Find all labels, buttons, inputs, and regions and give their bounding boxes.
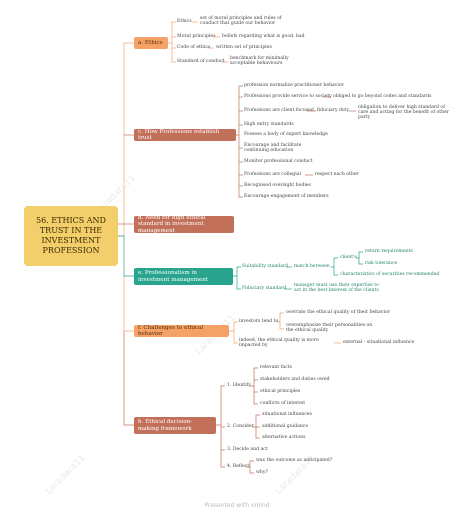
topic-overemphasize[interactable]: overemphasize their personalities on the… bbox=[286, 323, 373, 334]
topic-ethics-detail[interactable]: set of moral principles and rules of con… bbox=[200, 16, 282, 27]
topic-indeed-impacted[interactable]: indeed, the ethical quality is more impa… bbox=[239, 338, 319, 349]
branch-h-decision-framework[interactable]: h. Ethical decision-making framework bbox=[134, 417, 216, 434]
topic-external-influence[interactable]: external - situational influence bbox=[343, 340, 415, 345]
branch-label: d. Need for high ethical standard in inv… bbox=[138, 214, 206, 234]
branch-label: f. Challenges to ethical behavior bbox=[138, 324, 204, 338]
topic-fiduciary-standard-detail[interactable]: manager must use their expertise to act … bbox=[294, 283, 379, 294]
topic-expert-knowledge[interactable]: Possess a body of expert knowledge bbox=[244, 132, 328, 137]
branch-e-professionalism[interactable]: e. Professionalism in investment managem… bbox=[134, 268, 233, 285]
branch-f-challenges[interactable]: f. Challenges to ethical behavior bbox=[134, 325, 229, 337]
topic-reflect-item[interactable]: why? bbox=[256, 470, 268, 475]
topic-standard-of-conduct-detail[interactable]: benchmark for minimally acceptable behav… bbox=[230, 56, 289, 67]
branch-c-professions-trust[interactable]: c. How Professions establish trust bbox=[134, 129, 236, 141]
topic-moral-principles-detail[interactable]: beliefs regarding what is good, bad bbox=[222, 34, 305, 39]
branch-label: e. Professionalism in investment managem… bbox=[138, 270, 209, 283]
branch-label: a. Ethics bbox=[138, 39, 163, 46]
footer-credit: Presented with xmind bbox=[204, 502, 270, 509]
topic-society-detail[interactable]: obliged to go beyond codes and standards bbox=[333, 94, 432, 99]
branch-a-ethics[interactable]: a. Ethics bbox=[134, 37, 168, 49]
topic-service-to-society[interactable]: Professions provide service to society bbox=[244, 94, 332, 99]
topic-suitability-standard[interactable]: Suitability standard bbox=[242, 264, 289, 269]
topic-identify-item[interactable]: conflicts of interest bbox=[260, 401, 306, 406]
topic-consider-item[interactable]: additional guidance bbox=[262, 424, 309, 429]
root-topic-title: 56. ETHICS AND TRUST IN THE INVESTMENT P… bbox=[36, 216, 106, 255]
topic-collegial-detail[interactable]: respect each other bbox=[315, 172, 359, 177]
topic-identify-item[interactable]: relevant facts bbox=[260, 365, 292, 370]
topic-risk-tolerance[interactable]: risk tolerance bbox=[365, 261, 398, 266]
topic-high-entry-standards[interactable]: High entry standards bbox=[244, 122, 294, 127]
topic-continuing-education[interactable]: Encourage and facilitate continuing educ… bbox=[244, 143, 302, 154]
topic-collegial[interactable]: Professions are collegial bbox=[244, 172, 301, 177]
topic-code-of-ethics-detail[interactable]: written set of principles bbox=[216, 45, 272, 50]
topic-clients[interactable]: client's bbox=[340, 255, 357, 260]
branch-d-high-ethical-standard[interactable]: d. Need for high ethical standard in inv… bbox=[134, 214, 234, 234]
topic-reflect-item[interactable]: was the outcome as anticipated? bbox=[256, 458, 333, 463]
topic-reflect[interactable]: 4. Reflect bbox=[227, 464, 250, 469]
branch-label: h. Ethical decision-making framework bbox=[138, 419, 193, 432]
topic-fiduciary-standard[interactable]: Fiduciary standard bbox=[242, 286, 287, 291]
topic-fiduciary-duty-detail[interactable]: obligation to deliver high standard of c… bbox=[358, 105, 449, 121]
topic-identify-item[interactable]: ethical principles bbox=[260, 389, 301, 394]
topic-monitor-conduct[interactable]: Monitor professional conduct bbox=[244, 159, 313, 164]
branch-label: c. How Professions establish trust bbox=[138, 128, 220, 142]
topic-return-requirements[interactable]: return requirements bbox=[365, 249, 413, 254]
topic-consider-item[interactable]: alternative actions bbox=[262, 435, 306, 440]
topic-consider[interactable]: 2. Consider bbox=[227, 424, 254, 429]
topic-decide-and-act[interactable]: 3. Decide and act bbox=[227, 447, 268, 452]
topic-match-between[interactable]: match between bbox=[294, 264, 330, 269]
topic-consider-item[interactable]: situational influences bbox=[262, 412, 312, 417]
topic-oversight-bodies[interactable]: Recognised oversight bodies bbox=[244, 183, 311, 188]
topic-client-focused[interactable]: Professions are client focused bbox=[244, 108, 314, 113]
topic-code-of-ethics[interactable]: Code of ethics bbox=[177, 45, 211, 50]
topic-securities-characteristics[interactable]: characteristics of securities recommende… bbox=[340, 272, 440, 277]
topic-engagement[interactable]: Encourage engagement of members bbox=[244, 194, 329, 199]
topic-moral-principles[interactable]: Moral principles bbox=[177, 34, 216, 39]
topic-overrate[interactable]: overrate the ethical quality of their be… bbox=[286, 310, 390, 315]
topic-fiduciary-duty[interactable]: fiduciary duty bbox=[317, 108, 350, 113]
topic-identify-item[interactable]: stakeholders and duties owed bbox=[260, 377, 330, 382]
topic-standard-of-conduct[interactable]: Standard of conduct bbox=[177, 59, 225, 64]
topic-normalize-behavior[interactable]: profession normalize practitioner behavi… bbox=[244, 83, 344, 88]
topic-investors-tend-to[interactable]: investors tend to bbox=[239, 319, 279, 324]
topic-identify[interactable]: 1. Identify bbox=[227, 383, 251, 388]
topic-ethics[interactable]: Ethics bbox=[177, 19, 192, 24]
root-topic[interactable]: 56. ETHICS AND TRUST IN THE INVESTMENT P… bbox=[24, 206, 118, 266]
